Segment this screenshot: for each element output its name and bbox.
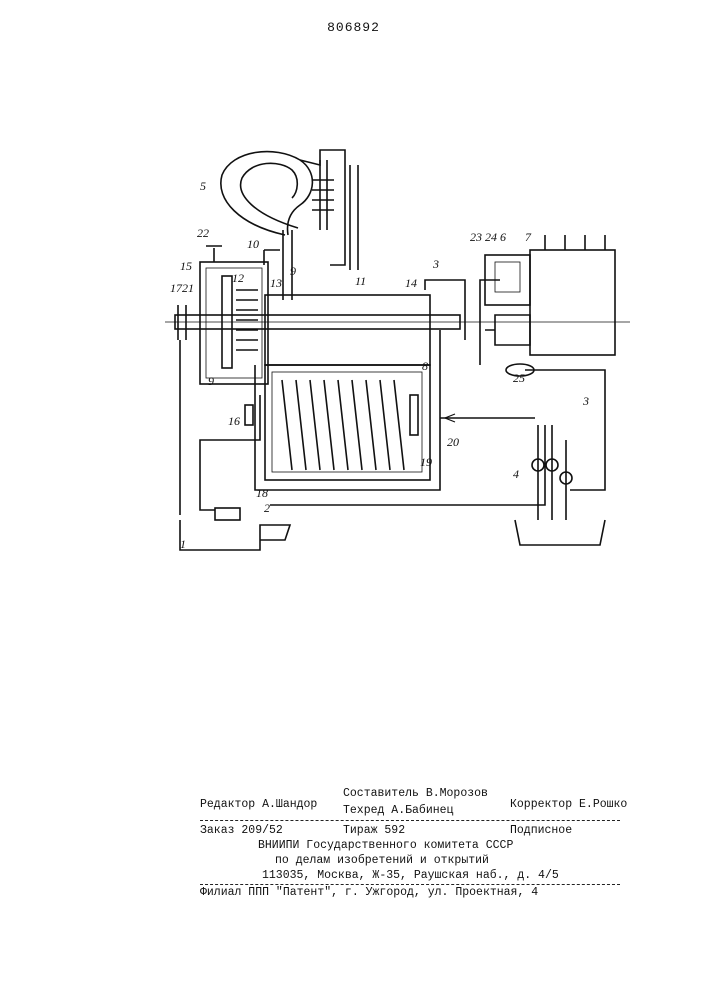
actuator-spring-12: [236, 290, 258, 350]
cylinder-wall: [350, 165, 358, 270]
imprint-compiler: Составитель В.Морозов: [343, 787, 488, 800]
wire: [200, 395, 260, 510]
svg-text:23: 23: [470, 230, 482, 244]
svg-text:4: 4: [513, 467, 519, 481]
control-unit: [180, 520, 290, 550]
manifold: [300, 150, 345, 265]
imprint-circulation: Тираж 592: [343, 824, 405, 837]
svg-text:10: 10: [247, 237, 259, 251]
svg-text:25: 25: [513, 371, 525, 385]
imprint-address: 113035, Москва, Ж-35, Раушская наб., д. …: [262, 869, 559, 882]
imprint-branch: Филиал ППП "Патент", г. Ужгород, ул. Про…: [200, 886, 538, 899]
sump: [515, 520, 605, 545]
line-2: [270, 425, 545, 505]
imprint-org-line1: ВНИИПИ Государственного комитета СССР: [258, 839, 513, 852]
imprint-corrector: Корректор Е.Рошко: [510, 798, 627, 811]
upper-housing: [265, 295, 430, 365]
svg-text:20: 20: [447, 435, 459, 449]
imprint-order: Заказ 209/52: [200, 824, 283, 837]
coupling: [485, 315, 530, 345]
piston-20: [410, 395, 418, 435]
svg-text:24: 24: [485, 230, 497, 244]
svg-text:22: 22: [197, 226, 209, 240]
imprint-divider-2: [200, 884, 620, 885]
imprint-techred: Техред А.Бабинец: [343, 804, 453, 817]
svg-text:19: 19: [420, 455, 432, 469]
svg-text:16: 16: [228, 414, 240, 428]
svg-text:9: 9: [208, 374, 214, 388]
svg-text:18: 18: [256, 486, 268, 500]
svg-text:13: 13: [270, 276, 282, 290]
svg-text:11: 11: [355, 274, 366, 288]
svg-text:8: 8: [422, 359, 428, 373]
imprint-divider-1: [200, 820, 620, 821]
valve-stem: [320, 160, 327, 230]
spring-18: [282, 380, 404, 470]
valve-spring: [312, 180, 334, 210]
fuel-pump-7: [530, 250, 615, 355]
svg-text:3: 3: [582, 394, 589, 408]
svg-text:5: 5: [200, 179, 206, 193]
svg-text:6: 6: [500, 230, 506, 244]
svg-text:21: 21: [182, 281, 194, 295]
imprint-subscription: Подписное: [510, 824, 572, 837]
svg-text:1: 1: [180, 537, 186, 551]
svg-text:12: 12: [232, 271, 244, 285]
svg-text:15: 15: [180, 259, 192, 273]
lever-17: [178, 305, 186, 340]
svg-text:9: 9: [290, 264, 296, 278]
svg-text:3: 3: [432, 257, 439, 271]
svg-text:7: 7: [525, 230, 532, 244]
line-3: [425, 280, 500, 365]
engine-regulator-diagram: 5 22 10 9 15 12 17 21 13 11 14 3 9 8 16 …: [0, 0, 707, 560]
svg-text:14: 14: [405, 276, 417, 290]
imprint-editor: Редактор А.Шандор: [200, 798, 317, 811]
sensor-16: [245, 405, 253, 425]
adjust-screw: [206, 246, 222, 262]
imprint-org-line2: по делам изобретений и открытий: [275, 854, 489, 867]
svg-text:2: 2: [264, 501, 270, 515]
